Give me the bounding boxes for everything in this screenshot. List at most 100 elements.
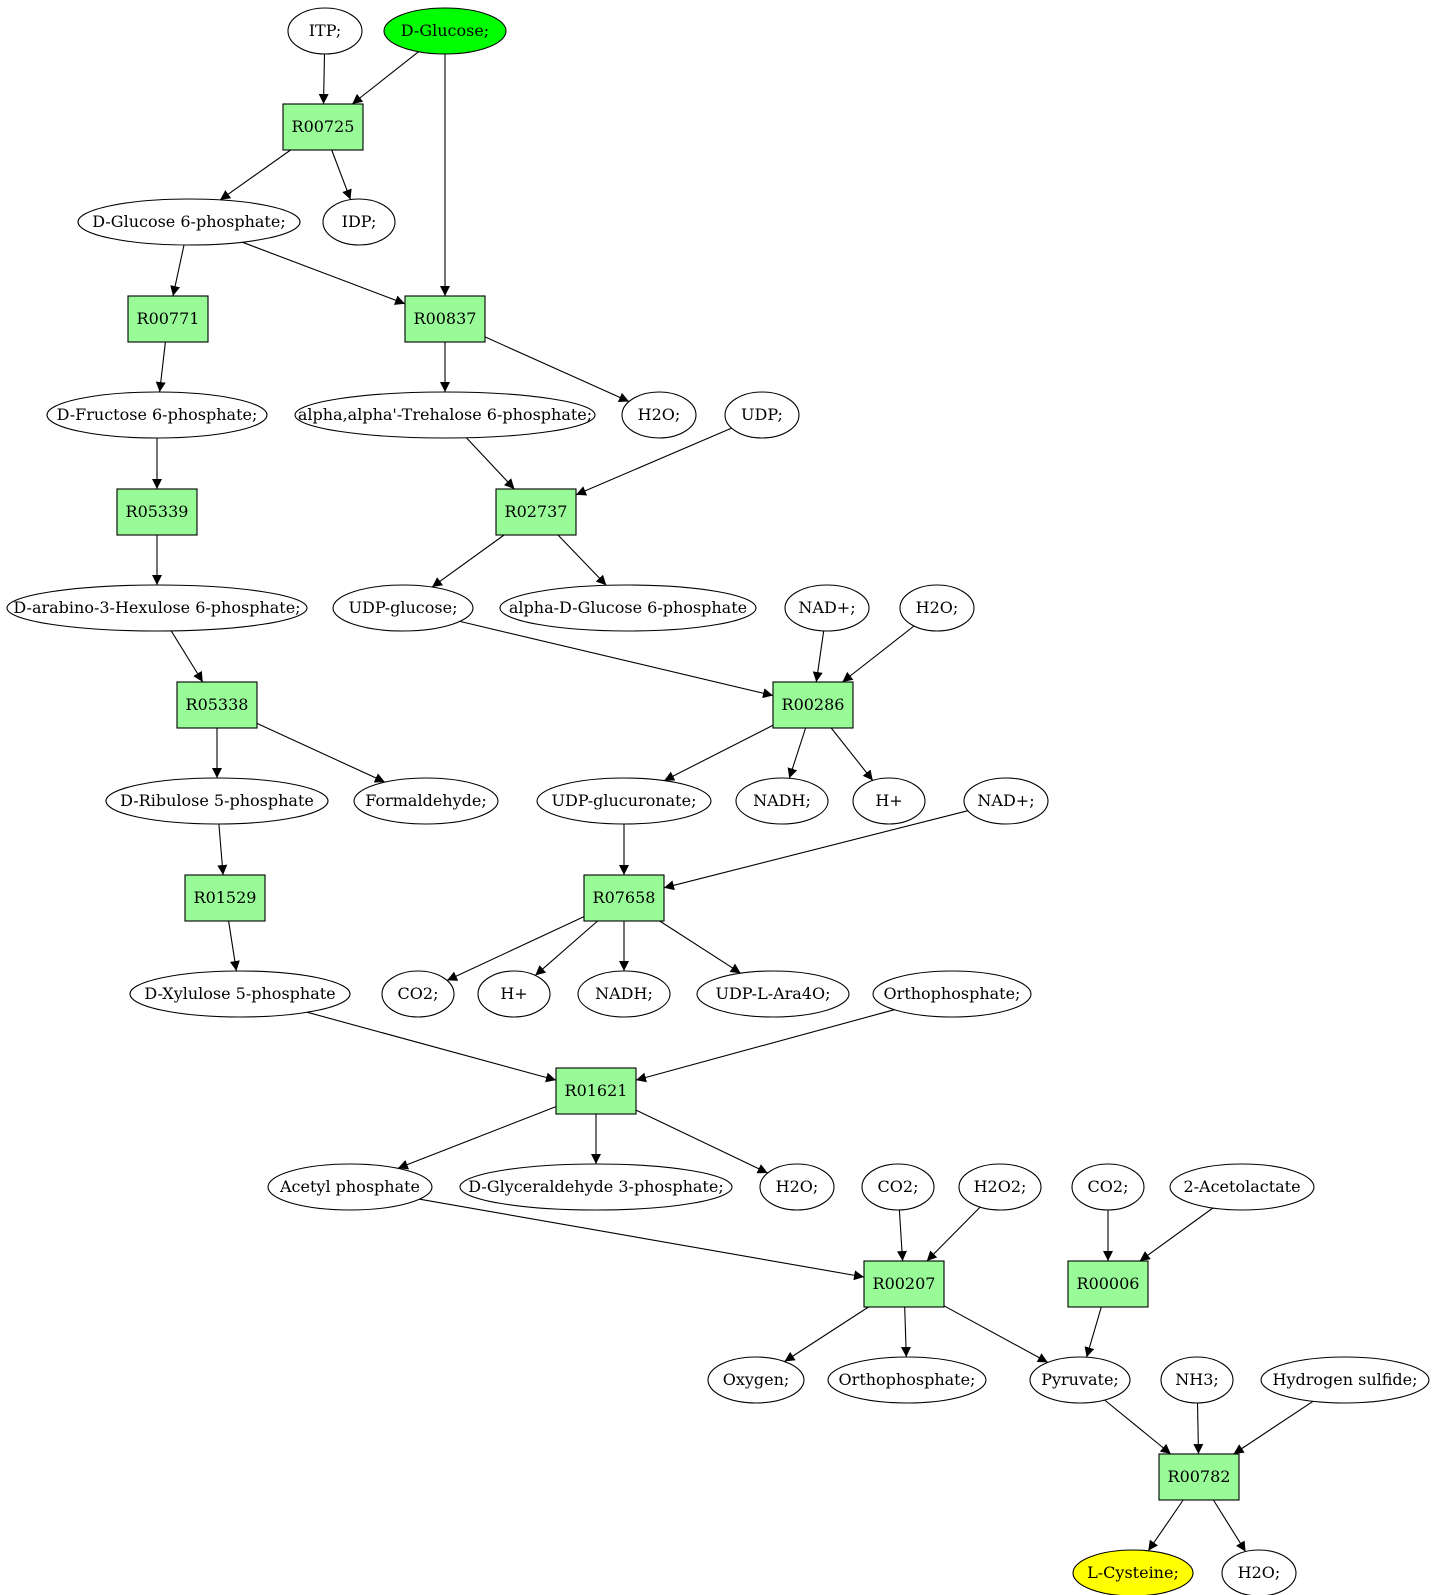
compound-node-alpha-d-glucose-6-phosphate: alpha-D-Glucose 6-phosphate xyxy=(499,584,757,632)
node-label: Formaldehyde; xyxy=(365,791,487,810)
node-label: NADH; xyxy=(595,984,653,1003)
compound-node-h2o: H2O; xyxy=(621,391,697,439)
edge-r00286-to-hplus_a xyxy=(830,727,874,781)
compound-node-orthophosphate: Orthophosphate; xyxy=(827,1356,987,1404)
compound-ellipse xyxy=(46,391,268,439)
compound-ellipse xyxy=(1071,1163,1145,1211)
node-label: R00286 xyxy=(782,695,845,714)
edge-r02737-to-udpglc xyxy=(431,534,505,588)
compound-node-itp: ITP; xyxy=(287,7,363,55)
edge-r00782-to-h2o_d xyxy=(1212,1499,1247,1552)
compound-node-nad: NAD+; xyxy=(963,777,1049,825)
compound-ellipse xyxy=(899,584,975,632)
edge-nad_b-to-r07658 xyxy=(663,810,969,891)
compound-ellipse xyxy=(1260,1356,1430,1404)
compound-ellipse xyxy=(872,970,1032,1018)
node-label: R05339 xyxy=(126,502,189,521)
reaction-node-r05339: R05339 xyxy=(116,488,198,536)
edge-r00286-to-udpglcur xyxy=(663,724,774,782)
node-label: R00725 xyxy=(292,117,355,136)
edge-h2s-to-r00782 xyxy=(1233,1400,1314,1455)
edge-h2o_b-to-r00286 xyxy=(842,625,915,683)
edge-t6p-to-r02737 xyxy=(465,437,515,490)
compound-node-hydrogen-sulfide: Hydrogen sulfide; xyxy=(1260,1356,1430,1404)
edge-acp-to-r00207 xyxy=(419,1198,865,1281)
reaction-node-r00771: R00771 xyxy=(127,295,209,343)
compound-ellipse xyxy=(621,391,697,439)
compound-ellipse xyxy=(105,777,329,825)
node-label: R05338 xyxy=(186,695,249,714)
compound-node-acetyl-phosphate: Acetyl phosphate xyxy=(267,1163,433,1211)
compound-ellipse xyxy=(381,970,455,1018)
compound-node-d-glucose-6-phosphate: D-Glucose 6-phosphate; xyxy=(77,198,301,246)
edge-r01621-to-acp xyxy=(397,1106,557,1170)
reaction-node-r00006: R00006 xyxy=(1067,1260,1149,1308)
reaction-box xyxy=(863,1260,945,1308)
edge-r07658-to-hplus_b xyxy=(534,920,598,976)
reaction-box xyxy=(282,103,364,151)
reaction-box xyxy=(1067,1260,1149,1308)
node-label: Orthophosphate; xyxy=(839,1370,976,1389)
compound-ellipse xyxy=(536,777,712,825)
edge-r07658-to-co2_a xyxy=(446,916,585,981)
edge-r01621-to-h2o_c xyxy=(635,1109,768,1174)
compound-node-co2: CO2; xyxy=(861,1163,935,1211)
compound-ellipse xyxy=(499,584,757,632)
node-label: D-Glyceraldehyde 3-phosphate; xyxy=(468,1177,723,1196)
node-label: R00771 xyxy=(137,309,200,328)
node-label: Oxygen; xyxy=(723,1370,790,1389)
edges-layer xyxy=(152,51,1314,1552)
edge-h2o2-to-r00207 xyxy=(926,1206,981,1262)
compound-node-nad: NAD+; xyxy=(784,584,870,632)
compound-ellipse xyxy=(1221,1549,1297,1595)
compound-ellipse xyxy=(1029,1356,1131,1404)
edge-r00771-to-f6p xyxy=(155,341,166,393)
reaction-box xyxy=(404,295,486,343)
node-label: CO2; xyxy=(1088,1177,1129,1196)
edge-r00207-to-pi_b xyxy=(900,1306,911,1358)
compound-ellipse xyxy=(735,777,829,825)
compound-node-co2: CO2; xyxy=(381,970,455,1018)
compound-ellipse xyxy=(827,1356,987,1404)
node-label: Pyruvate; xyxy=(1041,1370,1119,1389)
compound-ellipse xyxy=(724,391,800,439)
node-label: D-Glucose; xyxy=(401,21,489,40)
reaction-box xyxy=(184,874,266,922)
compound-node-udp-glucose: UDP-glucose; xyxy=(332,584,474,632)
edge-g6p-to-r00771 xyxy=(170,244,185,297)
node-label: NAD+; xyxy=(798,598,855,617)
compound-node-nadh: NADH; xyxy=(735,777,829,825)
compound-node-h2o: H2O; xyxy=(899,584,975,632)
edge-pyr-to-r00782 xyxy=(1104,1399,1172,1455)
node-label: H2O; xyxy=(776,1177,819,1196)
compound-node-d-glucose: D-Glucose; xyxy=(383,7,507,55)
compound-ellipse xyxy=(759,1163,835,1211)
node-label: UDP-glucose; xyxy=(349,598,458,617)
node-label: L-Cysteine; xyxy=(1087,1563,1179,1582)
compound-ellipse xyxy=(322,198,396,246)
node-label: UDP-glucuronate; xyxy=(552,791,697,810)
compound-node-alpha-alpha-trehalose-6-phosphate: alpha,alpha'-Trehalose 6-phosphate; xyxy=(294,391,596,439)
compound-ellipse xyxy=(696,970,850,1018)
edge-udpglc-to-r00286 xyxy=(459,620,774,699)
compound-node-h2o: H2O; xyxy=(759,1163,835,1211)
compound-ellipse xyxy=(6,584,308,632)
reaction-node-r00782: R00782 xyxy=(1158,1453,1240,1501)
reaction-node-r00207: R00207 xyxy=(863,1260,945,1308)
edge-udp-to-r02737 xyxy=(575,427,732,496)
node-label: Acetyl phosphate xyxy=(279,1177,420,1196)
node-label: NADH; xyxy=(753,791,811,810)
node-label: H2O; xyxy=(916,598,959,617)
edge-nh3-to-r00782 xyxy=(1193,1402,1204,1455)
compound-node-l-cysteine: L-Cysteine; xyxy=(1072,1549,1194,1595)
compound-node-d-arabino-3-hexulose-6-phosphate: D-arabino-3-Hexulose 6-phosphate; xyxy=(6,584,308,632)
edge-r00006-to-pyr xyxy=(1084,1306,1102,1358)
edge-hexulose-to-r05338 xyxy=(170,630,204,683)
compound-ellipse xyxy=(77,198,301,246)
node-label: UDP-L-Ara4O; xyxy=(715,984,830,1003)
compound-node-idp: IDP; xyxy=(322,198,396,246)
compound-ellipse xyxy=(852,777,926,825)
node-label: alpha,alpha'-Trehalose 6-phosphate; xyxy=(298,405,592,424)
reaction-box xyxy=(772,681,854,729)
node-label: CO2; xyxy=(878,1177,919,1196)
